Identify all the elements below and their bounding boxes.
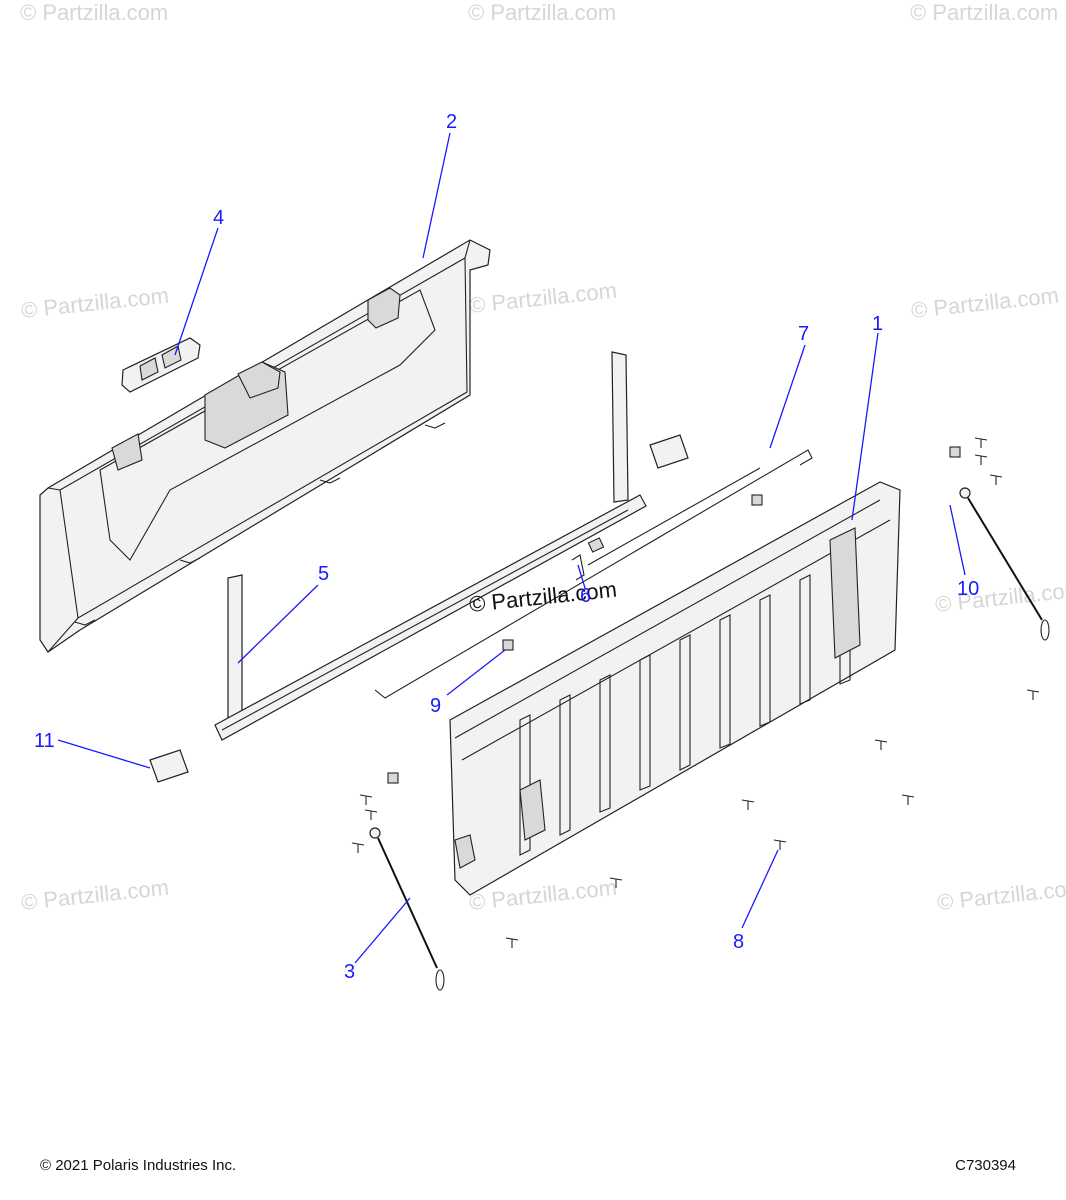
part-latch-handle — [121, 337, 201, 393]
part-right-support-cable — [959, 487, 1050, 641]
part-latch-rod-frame — [214, 351, 647, 741]
part-left-support-cable — [369, 827, 445, 991]
part-clip — [571, 494, 763, 581]
callout-4: 4 — [213, 207, 224, 229]
watermark-text: © Partzilla.com — [20, 875, 170, 915]
part-tailgate-outer-panel — [449, 481, 901, 896]
part-bushing — [149, 434, 689, 783]
callout-2: 2 — [446, 111, 457, 133]
callout-7: 7 — [798, 323, 809, 345]
callout-3: 3 — [344, 961, 355, 983]
watermark-text: © Partzilla.com — [934, 577, 1066, 617]
callout-10: 10 — [957, 578, 979, 600]
watermark-text: © Partzilla.com — [20, 0, 168, 25]
watermark-text: © Partzilla.com — [910, 0, 1058, 25]
callouts: 1 2 3 4 5 6 7 8 9 10 11 — [34, 111, 979, 983]
callout-leaders — [57, 132, 966, 964]
callout-5: 5 — [318, 563, 329, 585]
part-latch-rod — [374, 449, 813, 699]
figure-code: C730394 — [955, 1157, 1016, 1174]
callout-8: 8 — [733, 931, 744, 953]
callout-1: 1 — [872, 313, 883, 335]
callout-9: 9 — [430, 695, 441, 717]
callout-11: 11 — [34, 730, 55, 752]
callout-6: 6 — [580, 585, 591, 607]
part-nut — [387, 446, 961, 784]
watermark-text: © Partzilla.com — [910, 283, 1060, 323]
watermark-text: © Partzilla.com — [936, 875, 1066, 915]
part-tailgate-inner-panel — [39, 239, 491, 653]
watermark-text: © Partzilla.com — [468, 0, 616, 25]
part-screw — [351, 437, 1040, 948]
watermark-text: © Partzilla.com — [468, 278, 618, 318]
watermark-text: © Partzilla.com — [20, 283, 170, 323]
copyright-text: © 2021 Polaris Industries Inc. — [40, 1157, 237, 1174]
